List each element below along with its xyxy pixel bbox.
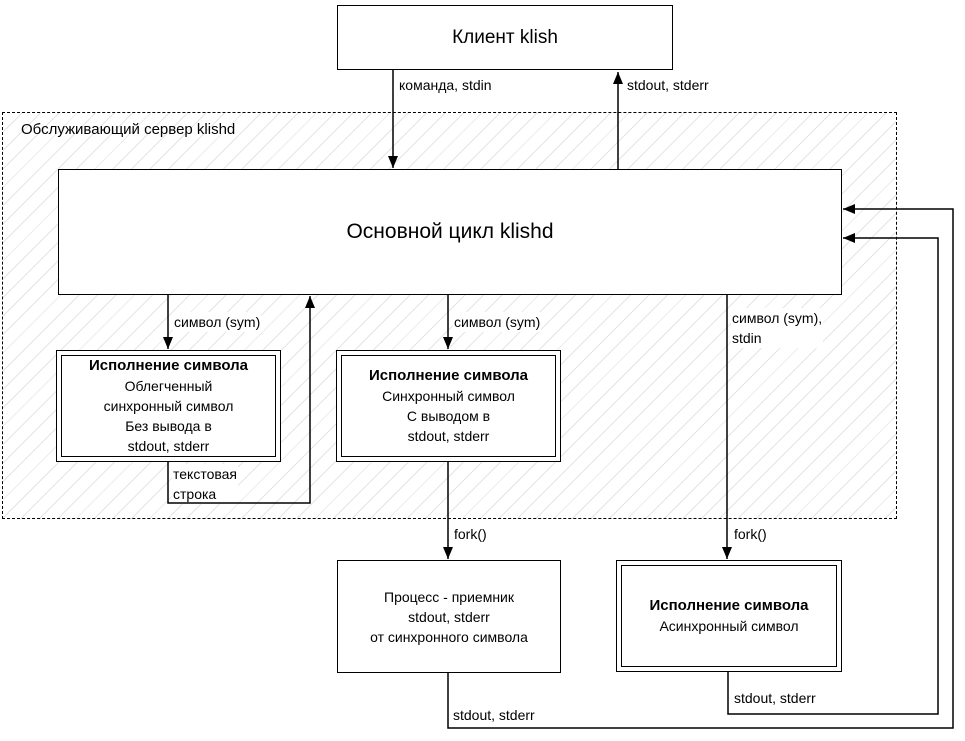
sync-node-inner: Исполнение символа Синхронный символ С в… [341,355,556,457]
receiver-process-line: от синхронного символа [370,628,528,645]
light-sync-title: Исполнение символа [88,357,249,374]
server-group-label: Обслуживающий сервер klishd [21,121,236,138]
label-stdout-stderr-to-client: stdout, stderr [626,75,710,95]
sync-line: С выводом в [406,408,491,424]
main-loop-node-label: Основной цикл klishd [346,220,554,243]
edge-async-stdout-return [727,233,939,715]
label-text-string-line1: текстовая [173,466,238,482]
label-sym-mid: символ (sym) [453,312,542,332]
client-node-label: Клиент klish [452,26,558,48]
sync-title: Исполнение символа [368,367,529,384]
light-sync-line: stdout, stderr [127,438,210,454]
label-sym-left: символ (sym) [173,312,262,332]
receiver-process-line: Процесс - приемник [384,588,514,605]
label-sym-stdin: символ (sym), stdin [731,308,824,348]
light-sync-node-inner: Исполнение символа Облегченный синхронны… [61,355,276,457]
light-sync-line: Без вывода в [125,418,212,434]
sync-node: Исполнение символа Синхронный символ С в… [336,350,561,462]
async-title: Исполнение символа [649,597,809,614]
receiver-process-node: Процесс - приемник stdout, stderr от син… [337,560,561,673]
label-text-string-line2: строка [173,486,217,502]
label-text-string: текстовая строка [172,464,239,504]
async-node-inner: Исполнение символа Асинхронный символ [621,565,837,667]
edge-process-stdout-return [447,204,954,729]
light-sync-node: Исполнение символа Облегченный синхронны… [56,350,281,462]
async-line: Асинхронный символ [659,618,799,634]
label-stdout-stderr-process: stdout, stderr [452,705,536,725]
label-command-stdin: команда, stdin [398,75,493,95]
light-sync-line: синхронный символ [103,398,234,414]
label-fork-right: fork() [733,524,768,544]
edge-text-string-return [167,296,315,504]
label-stdout-stderr-async: stdout, stderr [733,688,817,708]
async-node: Исполнение символа Асинхронный символ [616,560,842,672]
sync-line: Синхронный символ [382,388,515,404]
receiver-process-line: stdout, stderr [408,608,490,625]
label-sym-stdin-line1: символ (sym), [732,310,823,326]
light-sync-line: Облегченный [124,378,213,394]
label-fork-mid: fork() [453,524,488,544]
main-loop-node: Основной цикл klishd [58,169,842,295]
label-sym-stdin-line2: stdin [732,330,762,346]
sync-line: stdout, stderr [407,428,490,444]
client-node: Клиент klish [337,5,673,70]
